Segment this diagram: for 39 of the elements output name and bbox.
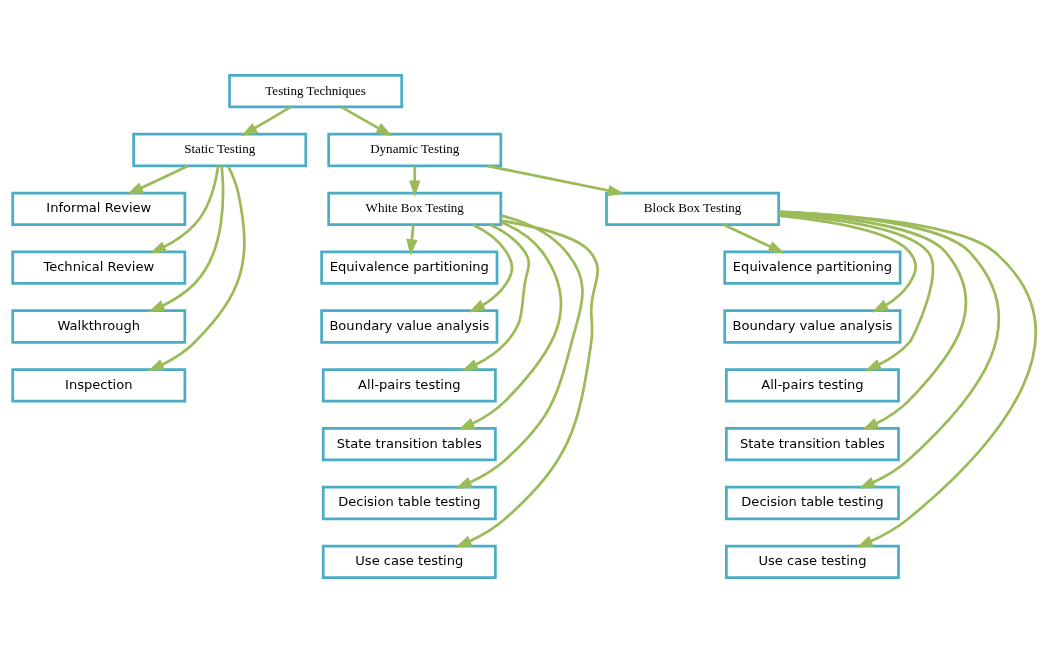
arrow (778, 212, 935, 371)
arrow (778, 210, 968, 430)
node-box: Use case testing (725, 544, 900, 579)
arrow (778, 213, 917, 312)
node-box: Technical Review (11, 250, 187, 285)
arrow (148, 165, 225, 312)
node-box: All-pairs testing (725, 367, 900, 402)
arrow (147, 165, 246, 371)
arrow (149, 165, 220, 253)
node-box: Inspection (11, 367, 187, 402)
node-box: Boundary value analysis (723, 308, 902, 344)
node-box: Informal Review (11, 191, 187, 226)
node-box: Static Testing (132, 132, 308, 167)
arrow (340, 105, 393, 136)
arrow (723, 222, 785, 253)
node-box: State transition tables (725, 426, 900, 461)
arrow (461, 223, 531, 371)
node-box: Decision table testing (321, 485, 497, 520)
node-box: Testing Techniques (228, 73, 404, 108)
arrow (778, 209, 1037, 547)
node-box: Use case testing (321, 544, 497, 579)
arrow (486, 164, 625, 196)
arrow (455, 218, 599, 547)
arrow (458, 220, 563, 430)
node-box: Walkthrough (11, 308, 187, 344)
node-box: Equivalence partitioning (320, 250, 499, 285)
node-box: Block Box Testing (605, 191, 780, 226)
arrow (468, 223, 514, 312)
arrow (455, 213, 584, 489)
node-box: White Box Testing (327, 191, 503, 226)
node-box: Boundary value analysis (320, 308, 499, 344)
arrow (126, 164, 189, 195)
node-box: Dynamic Testing (327, 132, 503, 167)
node-box: All-pairs testing (321, 367, 497, 402)
node-box: Decision table testing (725, 485, 900, 520)
node-box: Equivalence partitioning (723, 250, 902, 285)
arrow (241, 105, 292, 136)
node-box: State transition tables (321, 426, 497, 461)
arrow (409, 165, 421, 197)
